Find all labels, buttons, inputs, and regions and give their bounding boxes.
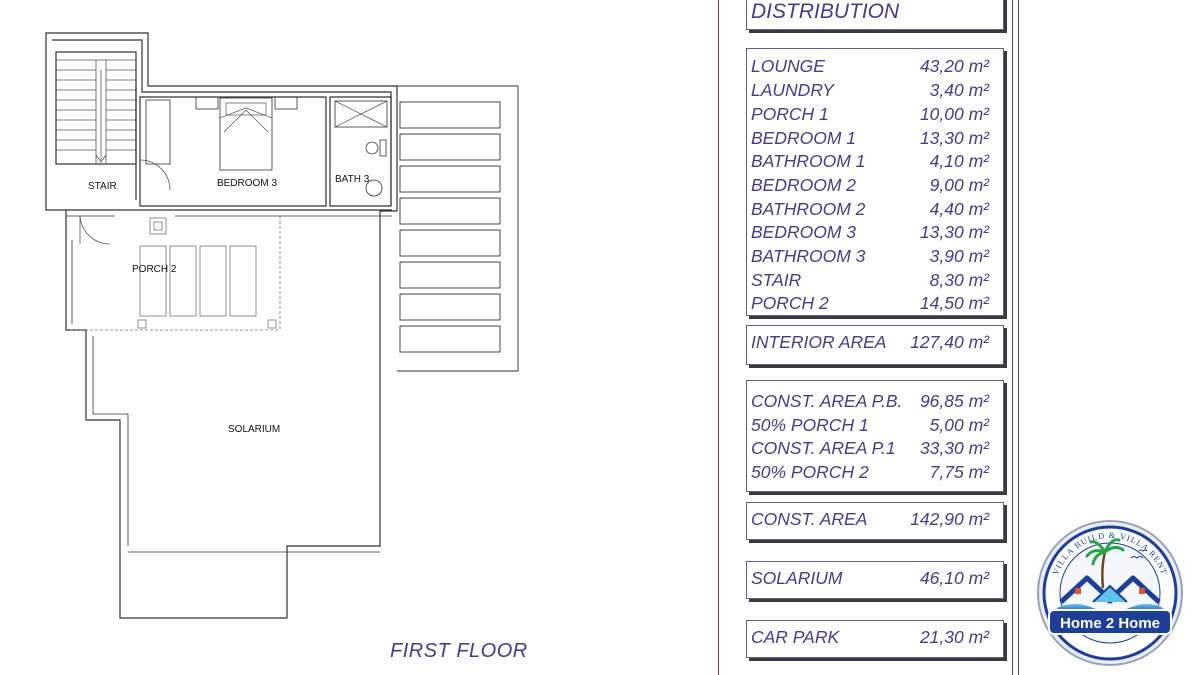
row-label: LOUNGE xyxy=(751,56,825,76)
table-row: BEDROOM 1 13,30 m² xyxy=(747,126,1003,150)
building-outline xyxy=(45,32,398,619)
row-value: 142,90 m² xyxy=(910,509,989,529)
row-value: 4,10 m² xyxy=(929,151,989,171)
row-label: 50% PORCH 2 xyxy=(751,462,869,482)
table-row: BATHROOM 2 4,40 m² xyxy=(747,197,1003,221)
distribution-title: DISTRIBUTION xyxy=(751,0,900,23)
row-value: 9,00 m² xyxy=(929,175,989,195)
distribution-title-box: DISTRIBUTION xyxy=(746,0,1004,30)
floor-title: FIRST FLOOR xyxy=(390,640,528,662)
solarium-box: SOLARIUM 46,10 m² xyxy=(746,561,1004,599)
row-label: BEDROOM 2 xyxy=(751,175,857,195)
table-row: STAIR 8,30 m² xyxy=(747,268,1003,292)
home2home-logo: VILLA BUILD & VILLA RENT Home 2 Home xyxy=(1037,520,1183,666)
row-label: SOLARIUM xyxy=(751,568,843,588)
row-label: BATHROOM 1 xyxy=(751,151,866,171)
row-value: 127,40 m² xyxy=(910,332,989,352)
table-row: CAR PARK 21,30 m² xyxy=(747,625,1003,649)
row-value: 13,30 m² xyxy=(919,222,989,242)
row-label: CONST. AREA P.B. xyxy=(751,391,903,411)
row-label: LAUNDRY xyxy=(751,80,834,100)
table-row: INTERIOR AREA 127,40 m² xyxy=(747,330,1003,354)
row-value: 5,00 m² xyxy=(929,415,989,435)
row-value: 8,30 m² xyxy=(929,270,989,290)
interior-area-box: INTERIOR AREA 127,40 m² xyxy=(746,325,1004,365)
row-value: 3,40 m² xyxy=(929,80,989,100)
divider-right-inner xyxy=(1018,0,1019,675)
table-row: SOLARIUM 46,10 m² xyxy=(747,566,1003,590)
table-row: CONST. AREA 142,90 m² xyxy=(747,507,1003,531)
divider-left xyxy=(718,0,719,675)
row-value: 43,20 m² xyxy=(919,56,989,76)
table-row: PORCH 2 14,50 m² xyxy=(747,291,1003,315)
row-value: 21,30 m² xyxy=(919,627,989,647)
table-row: LAUNDRY 3,40 m² xyxy=(747,78,1003,102)
row-label: PORCH 1 xyxy=(751,104,829,124)
row-label: BEDROOM 1 xyxy=(751,128,857,148)
palm-icon xyxy=(1085,538,1125,589)
table-row: LOUNGE 43,20 m² xyxy=(747,54,1003,78)
table-row: PORCH 1 10,00 m² xyxy=(747,102,1003,126)
table-row: 50% PORCH 1 5,00 m² xyxy=(747,413,1003,437)
room-label-solarium: SOLARIUM xyxy=(228,424,280,435)
table-row: BATHROOM 3 3,90 m² xyxy=(747,244,1003,268)
row-value: 13,30 m² xyxy=(919,128,989,148)
row-value: 33,30 m² xyxy=(919,438,989,458)
logo-brand-text: Home 2 Home xyxy=(1060,615,1160,632)
row-label: CAR PARK xyxy=(751,627,840,647)
row-label: BATHROOM 2 xyxy=(751,199,866,219)
row-value: 46,10 m² xyxy=(919,568,989,588)
table-row: BEDROOM 3 13,30 m² xyxy=(747,220,1003,244)
room-label-porch2: PORCH 2 xyxy=(132,264,177,275)
houses-icon xyxy=(1059,575,1161,604)
row-value: 4,40 m² xyxy=(929,199,989,219)
room-label-bath3: BATH 3 xyxy=(335,174,370,185)
room-list-box: LOUNGE 43,20 m² LAUNDRY 3,40 m² PORCH 1 10,… xyxy=(746,48,1004,316)
bed xyxy=(219,97,273,171)
row-value: 7,75 m² xyxy=(929,462,989,482)
table-row: BATHROOM 1 4,10 m² xyxy=(747,149,1003,173)
table-row: 50% PORCH 2 7,75 m² xyxy=(747,460,1003,484)
floor-plan: STAIR BEDROOM 3 BATH 3 PORCH 2 SOLARIUM xyxy=(45,32,519,619)
room-label-stair: STAIR xyxy=(88,181,117,192)
row-value: 96,85 m² xyxy=(919,391,989,411)
table-row: CONST. AREA P.B. 96,85 m² xyxy=(747,389,1003,413)
row-value: 10,00 m² xyxy=(919,104,989,124)
row-label: 50% PORCH 1 xyxy=(751,415,869,435)
row-label: CONST. AREA xyxy=(751,509,868,529)
row-label: BEDROOM 3 xyxy=(751,222,857,242)
row-label: BATHROOM 3 xyxy=(751,246,866,266)
room-label-bedroom3: BEDROOM 3 xyxy=(217,178,277,189)
logo-banner xyxy=(1048,609,1172,635)
car-park-box: CAR PARK 21,30 m² xyxy=(746,620,1004,658)
construction-box: CONST. AREA P.B. 96,85 m² 50% PORCH 1 5,00… xyxy=(746,380,1004,492)
const-area-box: CONST. AREA 142,90 m² xyxy=(746,502,1004,540)
row-label: STAIR xyxy=(751,270,802,290)
row-value: 14,50 m² xyxy=(919,293,989,313)
row-label: CONST. AREA P.1 xyxy=(751,438,896,458)
table-row: CONST. AREA P.1 33,30 m² xyxy=(747,436,1003,460)
table-row: BEDROOM 2 9,00 m² xyxy=(747,173,1003,197)
row-label: INTERIOR AREA xyxy=(751,332,887,352)
row-value: 3,90 m² xyxy=(929,246,989,266)
row-label: PORCH 2 xyxy=(751,293,829,313)
divider-right xyxy=(1012,0,1013,675)
